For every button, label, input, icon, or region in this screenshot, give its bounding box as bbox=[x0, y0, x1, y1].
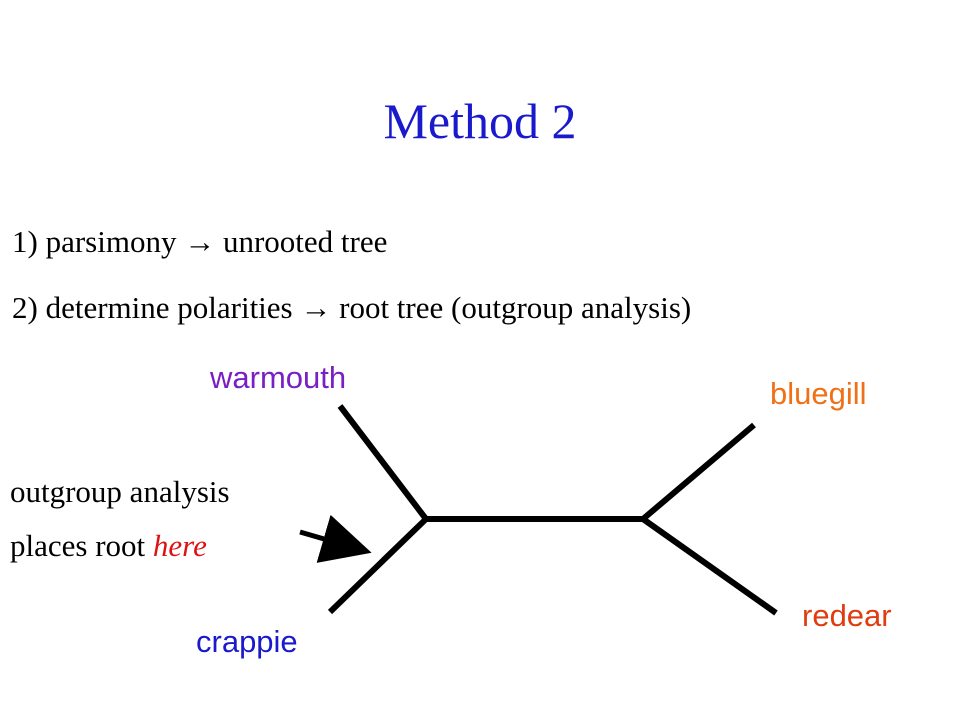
root-arrow bbox=[299, 514, 372, 563]
step-1: 1) parsimony → unrooted tree bbox=[12, 224, 388, 259]
taxon-redear: redear bbox=[802, 598, 892, 633]
branch-bluegill bbox=[641, 422, 756, 522]
annotation-prefix: places root bbox=[10, 528, 153, 563]
branch-warmouth bbox=[337, 404, 429, 521]
step-2: 2) determine polarities → root tree (out… bbox=[12, 290, 692, 325]
annotation-emphasis: here bbox=[152, 528, 207, 563]
taxon-bluegill: bluegill bbox=[770, 376, 867, 411]
slide-title: Method 2 bbox=[383, 93, 577, 149]
annotation-line-2: places root here bbox=[10, 530, 207, 561]
branch-crappie bbox=[327, 516, 429, 615]
taxon-warmouth: warmouth bbox=[210, 360, 347, 395]
branch-redear bbox=[641, 516, 778, 616]
taxon-crappie: crappie bbox=[196, 624, 298, 659]
annotation-line-1: outgroup analysis bbox=[10, 474, 230, 509]
